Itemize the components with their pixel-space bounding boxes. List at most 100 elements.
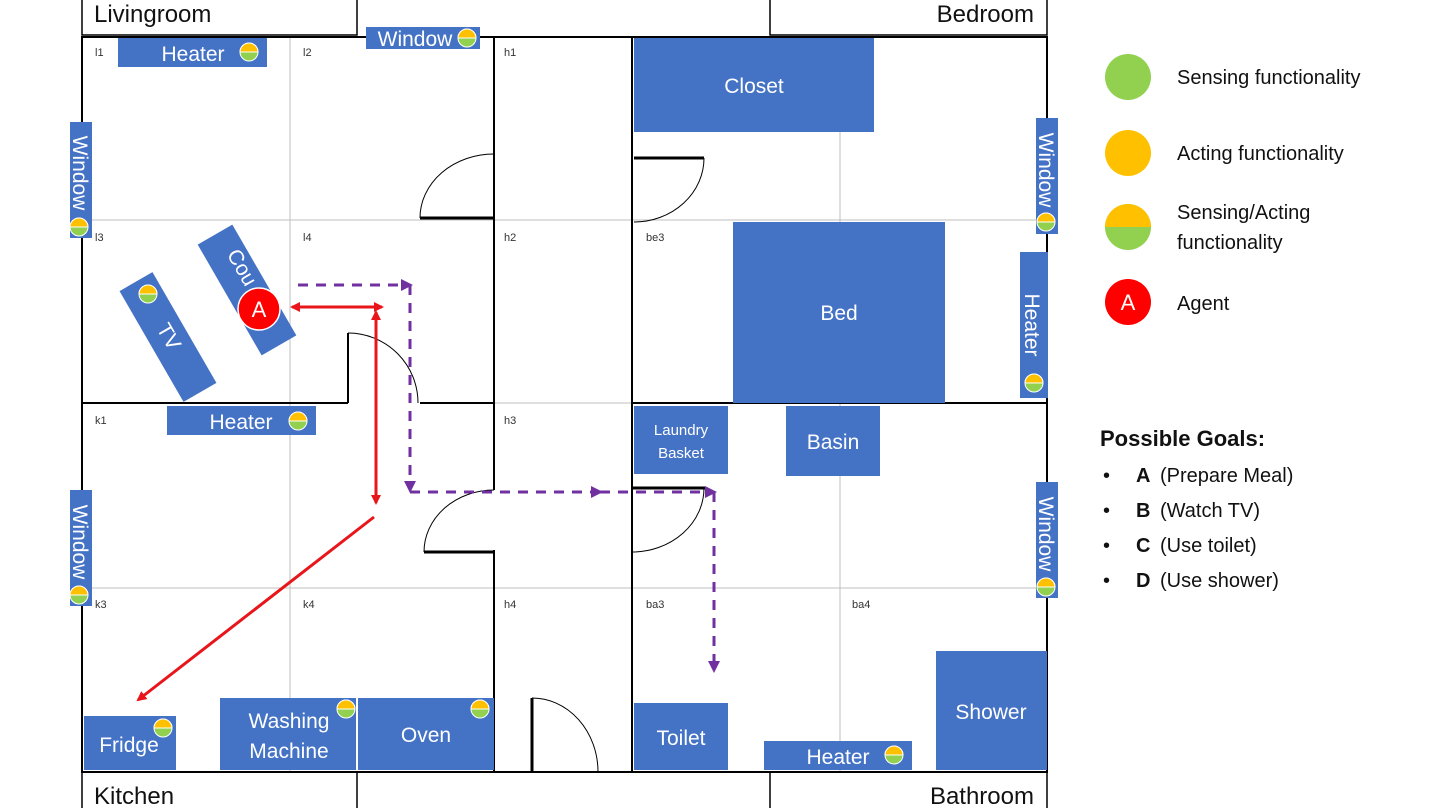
sensing-acting-dot xyxy=(1036,212,1056,232)
svg-text:functionality: functionality xyxy=(1177,232,1283,254)
cell-label-k3: k3 xyxy=(95,599,107,611)
svg-text:Washing: Washing xyxy=(249,710,330,733)
furniture-window-left-top: Window xyxy=(68,122,92,238)
room-label-bathroom: Bathroom xyxy=(930,783,1034,808)
walls xyxy=(81,36,1048,773)
room-label-livingroom: Livingroom xyxy=(94,1,211,28)
svg-text:(Use toilet): (Use toilet) xyxy=(1160,535,1257,557)
goal-item: • A (Prepare Meal) xyxy=(1103,465,1293,487)
furniture-heater-kitchen: Heater xyxy=(167,406,316,435)
sensing-acting-dot xyxy=(239,42,259,62)
svg-text:Heater: Heater xyxy=(209,411,272,434)
furniture-closet: Closet xyxy=(634,38,874,132)
svg-text:Heater: Heater xyxy=(1020,293,1043,356)
sensing-acting-dot xyxy=(457,28,477,48)
svg-text:Bed: Bed xyxy=(820,302,857,325)
svg-text:Sensing functionality: Sensing functionality xyxy=(1177,67,1360,89)
sensing-acting-dot xyxy=(138,284,158,304)
svg-text:Window: Window xyxy=(378,28,454,51)
svg-text:A: A xyxy=(1136,465,1150,487)
svg-text:Acting functionality: Acting functionality xyxy=(1177,143,1344,165)
svg-text:(Prepare Meal): (Prepare Meal) xyxy=(1160,465,1293,487)
furniture-window-right-bottom: Window xyxy=(1034,482,1058,598)
cell-label-h3: h3 xyxy=(504,415,516,427)
goal-item: • C (Use toilet) xyxy=(1103,535,1257,557)
sensing-acting-dot xyxy=(69,217,89,237)
cell-label-h2: h2 xyxy=(504,232,516,244)
sensing-acting-dot xyxy=(1024,373,1044,393)
cell-label-l3: l3 xyxy=(95,232,104,244)
grid-lines xyxy=(82,37,1047,772)
cell-label-k1: k1 xyxy=(95,415,107,427)
legend-item-sensing-acting: Sensing/Acting functionality xyxy=(1105,202,1310,254)
svg-text:Heater: Heater xyxy=(806,746,869,769)
sensing-acting-dot xyxy=(69,585,89,605)
furniture-washing-machine: Washing Machine xyxy=(220,698,356,770)
sensing-acting-dot xyxy=(153,718,173,738)
svg-text:Basin: Basin xyxy=(807,431,860,454)
cell-label-h1: h1 xyxy=(504,47,516,59)
furniture-tv: TV xyxy=(119,272,217,402)
svg-text:A: A xyxy=(252,297,267,322)
furniture-couch: Cou xyxy=(197,224,297,356)
svg-text:Window: Window xyxy=(68,505,91,581)
svg-text:•: • xyxy=(1103,570,1110,592)
cell-label-ba3: ba3 xyxy=(646,599,664,611)
svg-text:Laundry: Laundry xyxy=(654,422,709,439)
svg-text:C: C xyxy=(1136,535,1150,557)
svg-text:Fridge: Fridge xyxy=(99,734,159,757)
sensing-acting-dot xyxy=(470,699,490,719)
room-label-kitchen: Kitchen xyxy=(94,783,174,808)
svg-text:Closet: Closet xyxy=(724,75,784,98)
svg-text:(Use shower): (Use shower) xyxy=(1160,570,1279,592)
svg-text:•: • xyxy=(1103,500,1110,522)
sensing-acting-dot xyxy=(336,699,356,719)
legend-item-acting: Acting functionality xyxy=(1105,130,1344,176)
room-label-bedroom: Bedroom xyxy=(937,1,1034,28)
furniture-toilet: Toilet xyxy=(634,703,728,770)
furniture-basin: Basin xyxy=(786,406,880,476)
cell-label-l4: l4 xyxy=(303,232,312,244)
svg-text:Toilet: Toilet xyxy=(656,727,705,750)
sensing-acting-dot xyxy=(1036,577,1056,597)
svg-text:Basket: Basket xyxy=(658,445,705,462)
svg-text:Agent: Agent xyxy=(1177,293,1230,315)
svg-text:A: A xyxy=(1121,290,1136,315)
svg-text:(Watch TV): (Watch TV) xyxy=(1160,500,1260,522)
svg-text:Oven: Oven xyxy=(401,724,451,747)
svg-text:Shower: Shower xyxy=(955,701,1026,724)
svg-text:Heater: Heater xyxy=(161,43,224,66)
furniture-laundry-basket: Laundry Basket xyxy=(634,406,728,474)
svg-text:Machine: Machine xyxy=(249,740,328,763)
furniture-shower: Shower xyxy=(936,651,1047,770)
cell-label-k4: k4 xyxy=(303,599,315,611)
svg-text:Possible Goals:: Possible Goals: xyxy=(1100,426,1265,451)
legend-item-agent: A Agent xyxy=(1105,279,1230,325)
possible-goals: Possible Goals: • A (Prepare Meal) • B (… xyxy=(1100,426,1293,592)
door-arcs xyxy=(347,153,705,773)
sensing-acting-dot xyxy=(884,745,904,765)
cell-label-l1: l1 xyxy=(95,47,104,59)
furniture-window-left-bottom: Window xyxy=(68,490,92,606)
legend: Sensing functionality Acting functionali… xyxy=(1105,54,1360,325)
goal-item: • B (Watch TV) xyxy=(1103,500,1260,522)
svg-text:Window: Window xyxy=(68,136,91,212)
cell-label-be3: be3 xyxy=(646,232,664,244)
svg-text:•: • xyxy=(1103,465,1110,487)
agent-path xyxy=(136,302,384,702)
sensing-acting-dot xyxy=(288,411,308,431)
svg-text:Sensing/Acting: Sensing/Acting xyxy=(1177,202,1310,224)
svg-text:Window: Window xyxy=(1034,497,1057,573)
svg-text:Window: Window xyxy=(1034,133,1057,209)
furniture-window-top: Window xyxy=(366,27,480,51)
svg-text:D: D xyxy=(1136,570,1150,592)
cell-label-l2: l2 xyxy=(303,47,312,59)
goal-item: • D (Use shower) xyxy=(1103,570,1279,592)
agent-marker: A xyxy=(237,287,281,331)
svg-text:B: B xyxy=(1136,500,1150,522)
legend-item-sensing: Sensing functionality xyxy=(1105,54,1360,100)
furniture-bed: Bed xyxy=(733,222,945,403)
cell-label-h4: h4 xyxy=(504,599,516,611)
cell-label-ba4: ba4 xyxy=(852,599,870,611)
